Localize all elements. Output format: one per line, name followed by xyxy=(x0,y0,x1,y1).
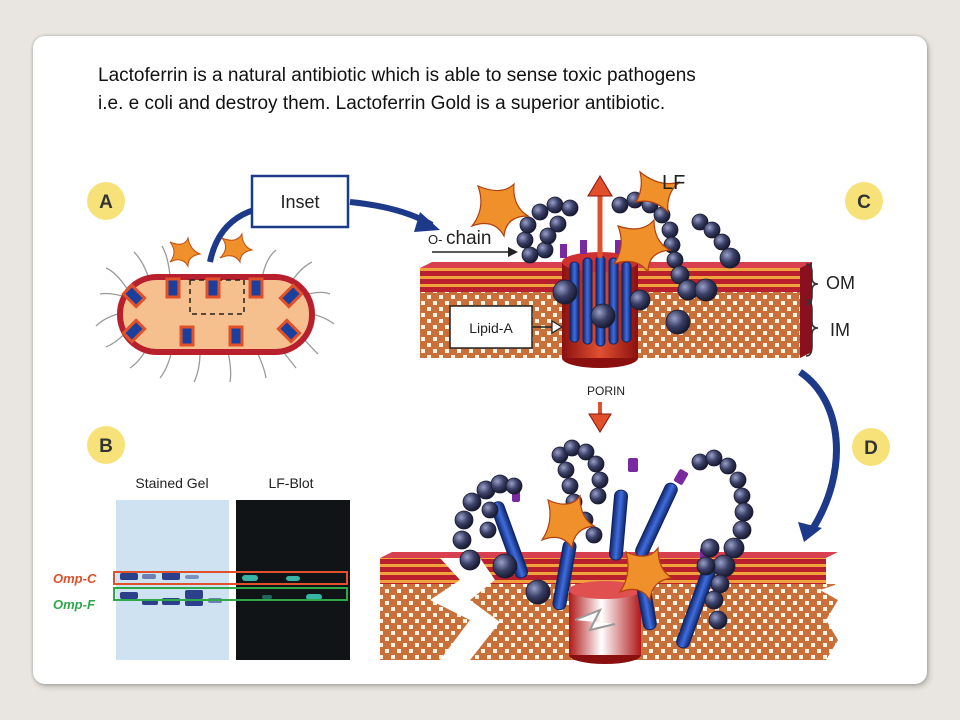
panel-badge-d: D xyxy=(852,428,890,466)
omp-c-box xyxy=(113,571,348,585)
svg-text:C: C xyxy=(857,192,871,213)
om-brace xyxy=(805,263,819,305)
svg-text:Inset: Inset xyxy=(280,192,319,212)
svg-text:B: B xyxy=(99,436,113,457)
bacterium-diagram xyxy=(95,232,335,383)
porin-label: PORIN xyxy=(587,384,625,398)
porins-a xyxy=(121,277,304,347)
lipid-a-label: Lipid-A xyxy=(469,320,513,336)
lf-label: LF xyxy=(662,172,685,194)
svg-text:D: D xyxy=(864,438,878,459)
gel-panel-b: Stained Gel LF-Blot Omp-C Omp-F xyxy=(53,475,350,660)
im-brace xyxy=(805,299,819,357)
membrane-panel-d xyxy=(380,439,838,664)
scattered-rods xyxy=(490,482,717,649)
om-label: OM xyxy=(826,273,855,293)
blot-bands xyxy=(242,575,322,600)
o-chain-label: chain xyxy=(446,228,491,249)
omp-f-label: Omp-F xyxy=(53,597,96,612)
caption-line-2: i.e. e coli and destroy them. Lactoferri… xyxy=(98,93,666,114)
omp-c-label: Omp-C xyxy=(53,571,97,586)
caption-line-1: Lactoferrin is a natural antibiotic whic… xyxy=(98,65,696,86)
panel-badge-a: A xyxy=(87,182,125,220)
lf-molecules-a xyxy=(169,232,254,268)
lf-blot-title: LF-Blot xyxy=(268,475,313,491)
arrow-c-to-d xyxy=(797,369,840,532)
membrane-panel-c: OM IM Lipid-A xyxy=(420,170,855,433)
o-chain-label-prefix: O- xyxy=(428,232,442,247)
svg-text:A: A xyxy=(99,192,113,213)
omp-f-box xyxy=(113,587,348,601)
panel-badge-b: B xyxy=(87,426,125,464)
lf-molecules-c xyxy=(470,170,681,274)
panel-badge-c: C xyxy=(845,182,883,220)
im-label: IM xyxy=(830,320,850,340)
arrow-from-inset-head xyxy=(414,212,440,232)
d-chain-beads xyxy=(452,439,754,630)
slide-caption: Lactoferrin is a natural antibiotic whic… xyxy=(98,62,878,118)
inset-callout: Inset xyxy=(250,174,350,229)
lf-molecules-d xyxy=(540,494,674,602)
stained-gel-title: Stained Gel xyxy=(135,475,208,491)
